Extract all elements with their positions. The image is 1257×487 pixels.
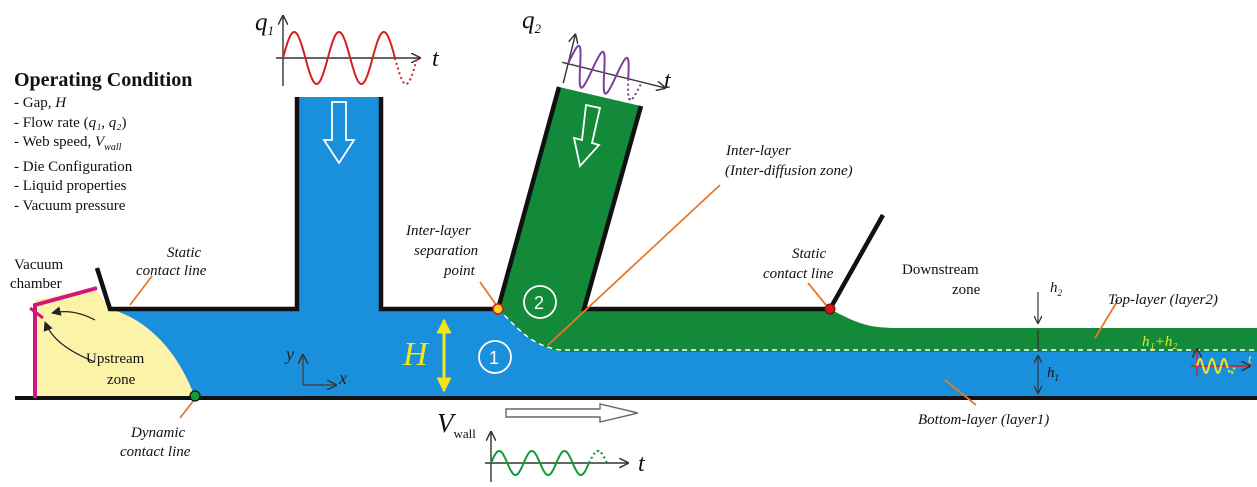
upstream-label-1: Upstream [86,351,145,367]
operating-condition-list: - Gap, H - Flow rate (q₁, q₂) - Web spee… [14,94,254,216]
downstream-label-2: zone [952,282,981,298]
layer1-number: 1 [489,348,499,368]
h1h2-label: h₁+h₂ [1142,334,1178,350]
q2-t-label: t [664,68,672,94]
bottom-layer-label: Bottom-layer (layer1) [918,412,1049,428]
operating-condition-title: Operating Condition [14,69,193,91]
layer2-number: 2 [534,293,544,313]
top-layer-label: Top-layer (layer2) [1108,292,1218,308]
condition-liquid-properties: - Liquid properties [14,178,127,194]
separation-point-marker [492,303,504,315]
layer2-circle [523,285,557,319]
static-contact-right-1: Static [792,246,827,262]
condition-web-speed: - Web speed, Vwall [14,134,122,153]
operating-condition-panel: Operating Condition - Gap, H - Flow rate… [14,68,254,216]
coordinate-axes [303,355,336,385]
slot-die-walls [94,86,885,312]
q2-label: q2 [522,7,542,36]
separation-label-2: separation [414,243,478,259]
h1-label: h1 [1047,365,1059,383]
gap-label: H [402,336,430,373]
interlayer-label-2: (Inter-diffusion zone) [725,163,853,179]
layer1-circle [478,340,512,374]
dynamic-contact-2: contact line [120,444,191,460]
condition-gap: - Gap, H [14,95,67,111]
axis-x-label: x [338,368,347,388]
vacuum-chamber [29,286,98,398]
q1-label: q1 [255,9,274,38]
dynamic-contact-point [189,390,201,402]
top-layer-liquid [498,87,1257,352]
q2-wave-inset [562,33,672,102]
vacuum-label-1: Vacuum [14,257,63,273]
upstream-zone-region [35,288,195,398]
condition-flow-rate: - Flow rate (q₁, q₂) [14,114,127,131]
separation-label-3: point [443,263,476,279]
dynamic-contact-1: Dynamic [130,425,185,441]
axis-y-label: y [284,344,294,364]
h2-label: h2 [1050,280,1063,298]
web-speed-arrow [505,403,639,423]
h-wave-t-label: t [1248,351,1252,366]
inter-layer-dashed-line [497,308,1257,351]
downstream-label-1: Downstream [902,262,979,278]
feed-arrow-slot1 [322,101,356,165]
static-contact-point-right [824,303,836,315]
vwall-wave-inset [485,432,628,482]
vacuum-label-2: chamber [10,276,62,292]
condition-die-configuration: - Die Configuration [14,158,133,175]
leader-lines [129,184,1119,419]
vwall-label: Vwall [437,408,476,441]
vwall-t-label: t [638,451,646,477]
static-contact-right-2: contact line [763,266,834,282]
bottom-layer-liquid [110,97,1257,398]
thickness-wave-inset [1191,349,1250,376]
q1-wave-inset [276,16,420,86]
static-contact-left-1: Static [167,245,202,261]
separation-label-1: Inter-layer [405,223,471,239]
condition-vacuum-pressure: - Vacuum pressure [14,197,126,214]
upstream-label-2: zone [107,372,136,388]
feed-arrow-slot2 [572,103,602,168]
static-contact-left-2: contact line [136,263,207,279]
q1-t-label: t [432,46,440,72]
vacuum-suction-arrows [43,306,96,363]
interlayer-label-1: Inter-layer [725,143,791,159]
